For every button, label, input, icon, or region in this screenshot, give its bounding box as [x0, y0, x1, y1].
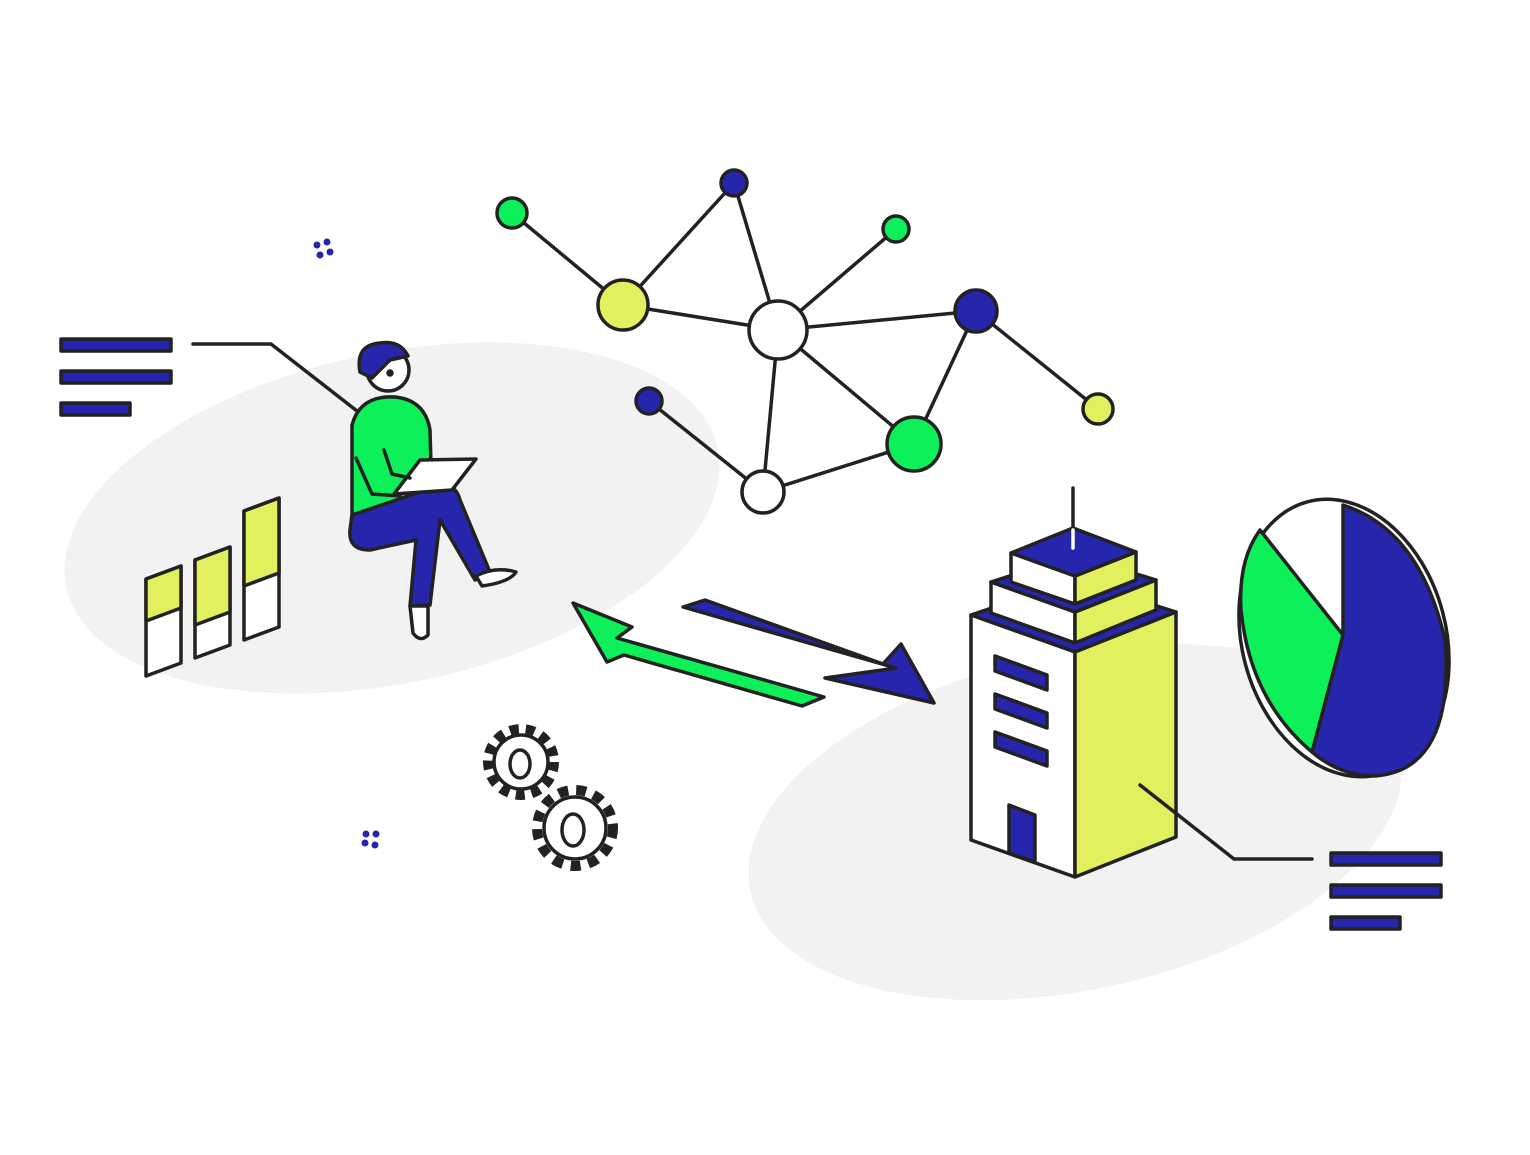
network-node — [495, 196, 529, 230]
dot-cluster — [313, 238, 334, 259]
navy-arrow — [681, 598, 936, 705]
green-arrow — [571, 601, 826, 708]
network-node — [747, 299, 809, 361]
left-text-placeholder — [59, 337, 173, 417]
right-callout-line — [1138, 783, 1314, 861]
network-node — [953, 288, 999, 334]
network-node — [885, 415, 943, 473]
office-building — [969, 486, 1178, 879]
right-text-placeholder — [1329, 851, 1443, 931]
network-node — [1081, 392, 1115, 426]
gears-icon — [483, 724, 618, 871]
window — [993, 692, 1049, 730]
window — [993, 730, 1049, 768]
door — [1007, 803, 1037, 864]
window — [993, 654, 1049, 692]
person-with-tablet — [348, 340, 518, 641]
network-node — [881, 214, 911, 244]
left-callout-line — [191, 342, 368, 420]
network-node — [719, 168, 749, 198]
dot-cluster — [361, 830, 380, 849]
network-node — [596, 278, 650, 332]
network-node — [740, 469, 786, 515]
pie-chart-icon — [1237, 497, 1451, 779]
network-node — [634, 386, 664, 416]
bar-chart-icon — [144, 496, 281, 678]
